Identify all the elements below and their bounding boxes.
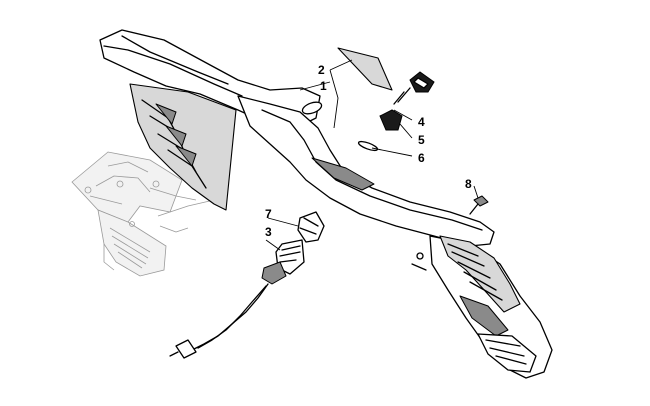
- ghost-bracket-assembly: [71, 151, 215, 277]
- handlebar-bracket: [99, 29, 553, 379]
- grommet: [297, 211, 325, 243]
- switch-harness: [169, 239, 305, 359]
- screw: [469, 195, 489, 215]
- callout-3: 3: [265, 225, 272, 239]
- decal: [337, 47, 393, 91]
- washer: [357, 140, 379, 152]
- ignition-key: [393, 71, 435, 105]
- callout-7: 7: [265, 207, 272, 221]
- leader-lines: [265, 59, 479, 251]
- callout-6: 6: [418, 151, 425, 165]
- callout-2: 2: [318, 63, 325, 77]
- switch-bezel: [379, 109, 403, 131]
- callout-5: 5: [418, 133, 425, 147]
- callout-4: 4: [418, 115, 425, 129]
- callout-8: 8: [465, 177, 472, 191]
- callout-labels: 1 2 3 4 5 6 7 8: [265, 63, 472, 239]
- callout-1: 1: [320, 79, 327, 93]
